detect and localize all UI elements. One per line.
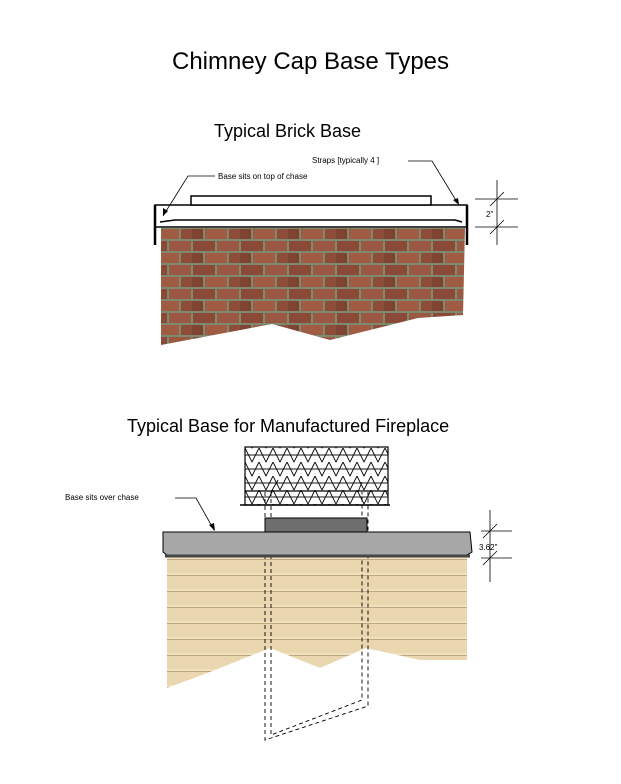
manufactured-base-heading: Typical Base for Manufactured Fireplace xyxy=(127,416,450,436)
brick-base-plate xyxy=(154,204,468,228)
straps-arrowhead xyxy=(453,198,459,205)
manufactured-base-dimension: 3.62" xyxy=(479,543,498,552)
manufactured-dimension-marks xyxy=(481,510,512,582)
brick-base-callout: Base sits on top of chase xyxy=(218,172,308,181)
brick-base-arrowhead xyxy=(163,208,168,216)
manufactured-base-leader xyxy=(175,497,215,531)
siding-chase xyxy=(167,557,467,688)
brick-cap-bottom-rail xyxy=(159,219,463,223)
brick-cap-top-plate xyxy=(190,195,432,206)
manufactured-base-callout: Base sits over chase xyxy=(65,493,139,502)
brick-base-leader xyxy=(162,175,215,217)
brick-base-heading: Typical Brick Base xyxy=(214,121,362,141)
manufactured-base-collar xyxy=(264,517,368,533)
manufactured-base-plate xyxy=(162,531,473,557)
chimney-cap-hatched xyxy=(244,446,389,506)
page-title: Chimney Cap Base Types xyxy=(171,48,450,75)
brick-chase xyxy=(161,228,465,345)
manufactured-base-arrowhead xyxy=(209,523,215,531)
brick-dimension-marks xyxy=(475,180,518,245)
straps-leader xyxy=(408,160,458,203)
brick-base-dimension: 2" xyxy=(486,210,494,219)
straps-callout: Straps [typically 4 ] xyxy=(312,156,380,165)
flue-pipe-dashed xyxy=(264,492,369,741)
